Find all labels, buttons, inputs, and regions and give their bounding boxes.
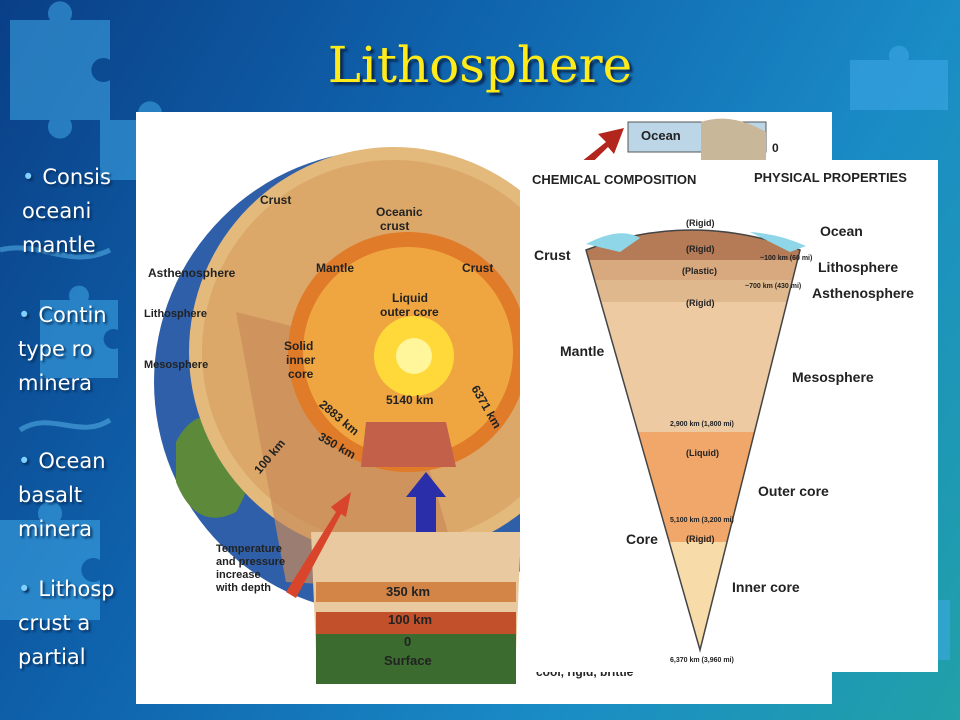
left-label-crust: Crust [534, 247, 571, 263]
state-rigid-crust: (Rigid) [686, 218, 715, 228]
label-lithosphere: Lithosphere [144, 308, 207, 320]
surface-band [316, 634, 516, 684]
depth-100km: ~100 km (60 mi) [760, 255, 812, 262]
state-rigid-lithosphere: (Rigid) [686, 244, 715, 254]
continent-inset [701, 118, 766, 162]
ocean-inset-zero: 0 [772, 141, 779, 155]
bullet-item: •Consis oceani mantle [22, 160, 111, 262]
puzzle-piece [0, 501, 100, 620]
inner-core-center [396, 338, 432, 374]
core-sample-block [361, 422, 456, 467]
earth-cutaway-diagram: Ocean 0 350 km 100 km 0 Surface [144, 118, 779, 684]
right-label-ocean: Ocean [820, 223, 863, 239]
label-oceanic-crust-1: Oceanic [376, 205, 423, 219]
bullet-dot-icon: • [18, 449, 31, 473]
crust-band [586, 230, 800, 260]
label-mantle: Mantle [316, 261, 354, 275]
temperature-arrow [286, 492, 351, 598]
puzzle-piece [40, 285, 118, 378]
bullet-item: •Contin type ro minera [18, 298, 107, 400]
depth-2900km: 2,900 km (1,800 mi) [670, 421, 734, 428]
bullet-dot-icon: • [22, 165, 35, 189]
asthenosphere-band [586, 280, 800, 302]
right-label-mesosphere: Mesosphere [792, 369, 874, 385]
section-band-350 [316, 582, 516, 602]
right-label-outer-core: Outer core [758, 483, 829, 499]
inner-core-band [586, 542, 800, 650]
section-label-350: 350 km [386, 584, 430, 599]
state-plastic: (Plastic) [682, 266, 717, 276]
section-label-0: 0 [404, 634, 411, 649]
puzzle-piece [10, 1, 110, 139]
header-chemical-composition: CHEMICAL COMPOSITION [532, 172, 696, 187]
section-label-100: 100 km [388, 612, 432, 627]
label-crust: Crust [260, 193, 291, 207]
left-label-mantle: Mantle [560, 343, 605, 359]
ocean-left [586, 233, 640, 252]
layer-section-panel: CHEMICAL COMPOSITION PHYSICAL PROPERTIES… [520, 160, 938, 672]
label-mesosphere: Mesosphere [144, 359, 208, 371]
bullet-text: Consis oceani mantle [22, 165, 111, 257]
lithosphere-band [586, 260, 800, 280]
right-label-asthenosphere: Asthenosphere [812, 285, 914, 301]
bullet-dot-icon: • [18, 303, 31, 327]
bullet-text: Ocean basalt minera [18, 449, 106, 541]
layer-section-diagram: CHEMICAL COMPOSITION PHYSICAL PROPERTIES… [532, 170, 914, 664]
section-band-100 [316, 612, 516, 634]
bullet-item: •Ocean basalt minera [18, 444, 106, 546]
mesosphere-band [586, 302, 800, 432]
bullet-text: Contin type ro minera [18, 303, 107, 395]
bullet-item: •Lithosp crust a partial [18, 572, 115, 674]
puzzle-piece [850, 45, 948, 111]
right-label-lithosphere: Lithosphere [818, 259, 898, 275]
ocean-right [750, 232, 806, 252]
depth-6370km: 6,370 km (3,960 mi) [670, 657, 734, 664]
outer-core-band [586, 432, 800, 542]
state-liquid: (Liquid) [686, 448, 719, 458]
bullet-dot-icon: • [18, 577, 31, 601]
right-label-inner-core: Inner core [732, 579, 800, 595]
slide-title: Lithosphere [327, 36, 633, 94]
label-oceanic-crust-2: crust [380, 219, 409, 233]
bullet-text: Lithosp crust a partial [18, 577, 115, 669]
ocean-inset-label: Ocean [641, 128, 681, 143]
depth-5100km: 5,100 km (3,200 mi) [670, 517, 734, 524]
state-rigid-mesosphere: (Rigid) [686, 298, 715, 308]
label-asthenosphere: Asthenosphere [148, 266, 236, 280]
left-label-core: Core [626, 531, 658, 547]
header-physical-properties: PHYSICAL PROPERTIES [754, 170, 907, 185]
state-rigid-inner-core: (Rigid) [686, 534, 715, 544]
section-label-surface: Surface [384, 653, 432, 668]
depth-700km: ~700 km (430 mi) [745, 283, 801, 290]
label-5140km: 5140 km [386, 393, 433, 407]
depth-arrow [406, 472, 446, 542]
label-crust-right: Crust [462, 261, 493, 275]
